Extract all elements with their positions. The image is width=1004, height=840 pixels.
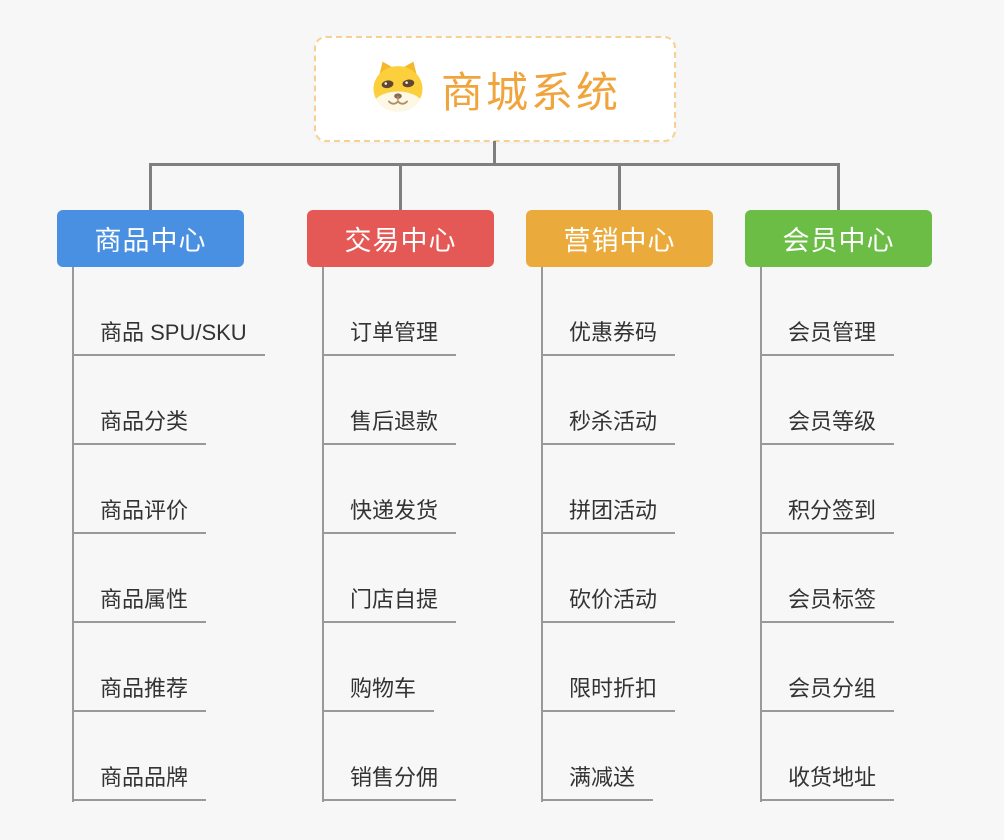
branch-node-marketing[interactable]: 营销中心 [526,210,713,267]
branch-column-marketing: 营销中心 优惠券码 秒杀活动 拼团活动 砍价活动 限时折扣 满减送 [526,210,776,810]
leaf-node[interactable]: 积分签到 [760,495,895,534]
leaf-node[interactable]: 商品评价 [72,495,207,534]
branch-node-members[interactable]: 会员中心 [745,210,932,267]
root-stem-line [493,141,496,165]
leaf-node[interactable]: 秒杀活动 [541,406,676,445]
shiba-dog-icon [369,60,427,119]
branch-stub-line [399,163,402,210]
leaf-node[interactable]: 拼团活动 [541,495,676,534]
leaf-node[interactable]: 销售分佣 [322,762,457,801]
leaf-node[interactable]: 商品属性 [72,584,207,623]
branch-column-products: 商品中心 商品 SPU/SKU 商品分类 商品评价 商品属性 商品推荐 商品品牌 [57,210,307,810]
leaf-node[interactable]: 会员等级 [760,406,895,445]
branch-column-members: 会员中心 会员管理 会员等级 积分签到 会员标签 会员分组 收货地址 [745,210,995,810]
leaf-node[interactable]: 售后退款 [322,406,457,445]
branch-node-products[interactable]: 商品中心 [57,210,244,267]
leaf-node[interactable]: 砍价活动 [541,584,676,623]
leaf-node[interactable]: 订单管理 [322,317,457,356]
leaf-node[interactable]: 商品 SPU/SKU [72,317,265,356]
leaf-node[interactable]: 会员管理 [760,317,895,356]
leaf-node[interactable]: 商品推荐 [72,673,207,712]
leaf-node[interactable]: 限时折扣 [541,673,676,712]
leaf-node[interactable]: 购物车 [322,673,435,712]
branch-column-trade: 交易中心 订单管理 售后退款 快递发货 门店自提 购物车 销售分佣 [307,210,557,810]
leaf-node[interactable]: 快递发货 [322,495,457,534]
leaf-node[interactable]: 门店自提 [322,584,457,623]
branch-stub-line [149,163,152,210]
branch-trunk-line [322,267,324,802]
branch-horizontal-line [149,163,840,166]
branch-stub-line [618,163,621,210]
leaf-node[interactable]: 会员分组 [760,673,895,712]
branch-trunk-line [72,267,74,802]
branch-trunk-line [760,267,762,802]
leaf-node[interactable]: 商品分类 [72,406,207,445]
branch-node-trade[interactable]: 交易中心 [307,210,494,267]
root-node[interactable]: 商城系统 [314,36,676,142]
leaf-node[interactable]: 收货地址 [760,762,895,801]
leaf-node[interactable]: 优惠券码 [541,317,676,356]
branch-trunk-line [541,267,543,802]
leaf-node[interactable]: 会员标签 [760,584,895,623]
branch-stub-line [837,163,840,210]
leaf-node[interactable]: 满减送 [541,762,654,801]
root-title: 商城系统 [440,68,621,116]
leaf-node[interactable]: 商品品牌 [72,762,207,801]
